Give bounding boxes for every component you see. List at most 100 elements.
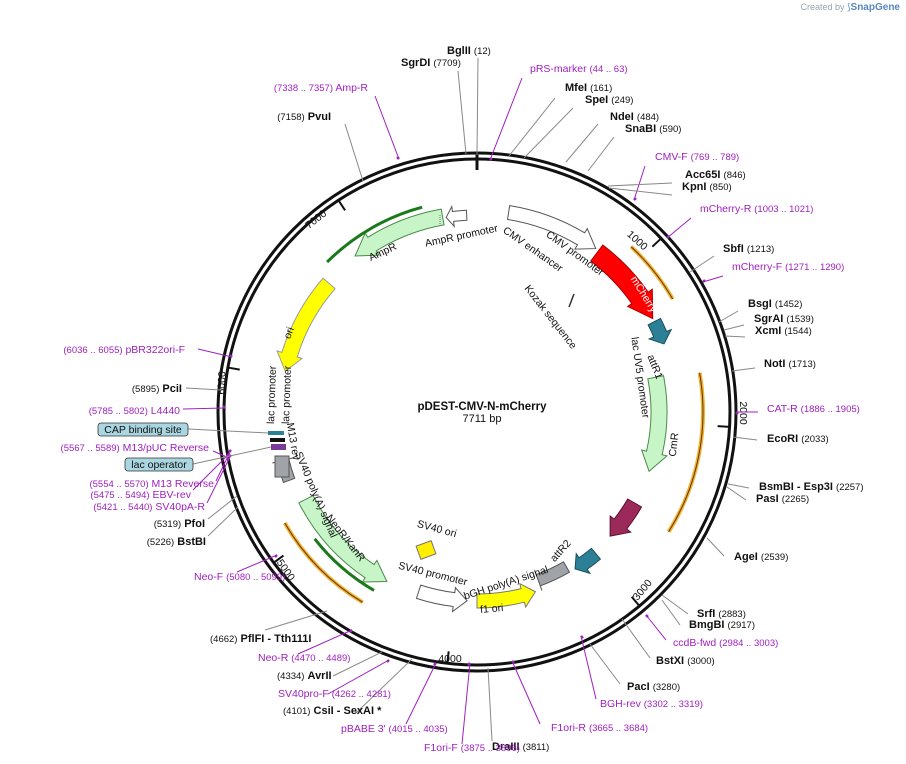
primer-tick-sv40pro-f bbox=[386, 659, 390, 663]
site-label-pfoi[interactable]: (5319) PfoI bbox=[154, 518, 205, 530]
feature-neor-kanr bbox=[298, 494, 388, 583]
site-label-draiii[interactable]: DraIII (3811) bbox=[492, 741, 549, 753]
primer-leader-neo-f bbox=[236, 554, 278, 573]
site-label-spei[interactable]: SpeI (249) bbox=[585, 94, 633, 106]
feature-label-f1-ori: f1 ori bbox=[480, 602, 504, 616]
site-label-bsmbi-esp3i[interactable]: BsmBI - Esp3I (2257) bbox=[759, 481, 864, 493]
boxed-label-lac-operator[interactable] bbox=[124, 457, 194, 472]
primer-label-sv40pa-r[interactable]: (5421 .. 5440) SV40pA-R bbox=[93, 501, 205, 513]
primer-tick-amp-r bbox=[396, 156, 400, 160]
primer-leader-mcherry-r bbox=[666, 217, 692, 239]
lac-operator-marker bbox=[271, 444, 286, 450]
site-leader-pvui bbox=[344, 123, 364, 182]
primer-label-mcherry-r[interactable]: mCherry-R (1003 .. 1021) bbox=[700, 203, 813, 215]
tick-1000 bbox=[651, 237, 662, 248]
primer-label-m13-puc-reverse[interactable]: (5567 .. 5589) M13/pUC Reverse bbox=[61, 442, 210, 454]
primer-label-l4440[interactable]: (5785 .. 5802) L4440 bbox=[89, 405, 180, 417]
site-leader-bstxi bbox=[621, 618, 651, 659]
site-label-pvui[interactable]: (7158) PvuI bbox=[277, 111, 331, 123]
primer-leader-neo-r bbox=[297, 629, 353, 655]
site-label-sbfi[interactable]: SbfI (1213) bbox=[723, 243, 774, 255]
feature-sv40-promoter bbox=[415, 584, 468, 613]
primer-tick-m13-reverse bbox=[228, 449, 232, 453]
site-leader-mfei bbox=[508, 97, 556, 157]
site-label-paci[interactable]: PacI (3280) bbox=[627, 681, 680, 693]
site-label-sgrdi[interactable]: SgrDI (7709) bbox=[401, 57, 461, 69]
site-label-bglii[interactable]: BglII (12) bbox=[447, 45, 491, 57]
primer-label-amp-r[interactable]: (7338 .. 7357) Amp-R bbox=[274, 82, 369, 94]
site-label-bmgbi[interactable]: BmgBI (2917) bbox=[689, 619, 755, 631]
tick-4000 bbox=[446, 651, 450, 664]
primer-label-ccdb-fwd[interactable]: ccdB-fwd (2984 .. 3003) bbox=[673, 637, 778, 649]
site-label-sgrai[interactable]: SgrAI (1539) bbox=[754, 313, 814, 325]
site-label-snabi[interactable]: SnaBI (590) bbox=[625, 123, 681, 135]
site-leader-paci bbox=[589, 643, 621, 685]
primer-tick-prs-marker bbox=[489, 157, 493, 161]
primer-label-prs-marker[interactable]: pRS-marker (44 .. 63) bbox=[530, 63, 628, 75]
primer-label-pbabe-3[interactable]: pBABE 3' (4015 .. 4035) bbox=[341, 723, 448, 735]
map-title-block: pDEST-CMV-N-mCherry 7711 bp bbox=[392, 401, 572, 425]
site-leader-srfi bbox=[661, 594, 689, 615]
site-label-pcii[interactable]: (5895) PciI bbox=[132, 383, 182, 395]
primer-label-ebv-rev[interactable]: (5475 .. 5494) EBV-rev bbox=[90, 489, 191, 501]
site-leader-snabi bbox=[587, 136, 615, 172]
feature-label-lac-promoter: lac promoter bbox=[265, 365, 279, 424]
site-label-mfei[interactable]: MfeI (161) bbox=[565, 82, 612, 94]
site-label-noti[interactable]: NotI (1713) bbox=[764, 358, 816, 370]
feature-mcherry bbox=[590, 244, 654, 320]
tick-3000 bbox=[630, 596, 641, 607]
site-leader-agei bbox=[706, 537, 725, 557]
site-leader-pflfi-tth111i bbox=[264, 610, 328, 631]
site-leader-pasi bbox=[726, 486, 747, 501]
site-leader-acc65i bbox=[607, 182, 673, 187]
primer-label-f1ori-f[interactable]: F1ori-F (3875 .. 3896) bbox=[424, 742, 520, 754]
primer-leader-amp-r bbox=[374, 95, 400, 160]
site-leader-noti bbox=[731, 367, 756, 372]
primer-label-neo-f[interactable]: Neo-F (5080 .. 5099) bbox=[194, 571, 285, 583]
primer-label-m13-reverse[interactable]: (5554 .. 5570) M13 Reverse bbox=[89, 478, 214, 490]
site-label-csii-sexai[interactable]: (4101) CsiI - SexAI * bbox=[283, 705, 382, 717]
primer-leader-f1ori-f bbox=[461, 662, 471, 745]
site-label-xcmi[interactable]: XcmI (1544) bbox=[755, 325, 812, 337]
site-label-pasi[interactable]: PasI (2265) bbox=[756, 493, 809, 505]
watermark-prefix: Created by bbox=[800, 2, 845, 12]
site-label-bsgi[interactable]: BsgI (1452) bbox=[748, 298, 802, 310]
primer-label-f1ori-r[interactable]: F1ori-R (3665 .. 3684) bbox=[551, 722, 648, 734]
site-label-kpni[interactable]: KpnI (850) bbox=[682, 181, 732, 193]
primer-label-sv40pro-f[interactable]: SV40pro-F (4262 .. 4281) bbox=[278, 688, 391, 700]
tick-label: 3000 bbox=[631, 577, 655, 603]
boxed-label-cap-binding-site[interactable] bbox=[97, 422, 189, 437]
feature-label-cmr: CmR bbox=[667, 432, 681, 457]
site-label-avrii[interactable]: (4334) AvrII bbox=[277, 670, 332, 682]
site-label-bstbi[interactable]: (5226) BstBI bbox=[147, 536, 206, 548]
site-label-acc65i[interactable]: Acc65I (846) bbox=[685, 169, 746, 181]
primer-tick-ccdb-fwd bbox=[645, 614, 649, 618]
tick-2000 bbox=[717, 425, 730, 428]
snapgene-watermark: Created by ⟆SnapGene bbox=[800, 2, 900, 13]
primer-leader-pbr322ori-f bbox=[197, 348, 233, 358]
site-label-srfi[interactable]: SrfI (2883) bbox=[697, 608, 746, 620]
plasmid-name: pDEST-CMV-N-mCherry bbox=[417, 401, 547, 413]
primer-label-pbr322ori-f[interactable]: (6036 .. 6055) pBR322ori-F bbox=[63, 344, 185, 356]
site-label-agei[interactable]: AgeI (2539) bbox=[734, 551, 788, 563]
primer-label-mcherry-f[interactable]: mCherry-F (1271 .. 1290) bbox=[732, 261, 844, 273]
site-leader-kpni bbox=[608, 187, 673, 196]
snapgene-logo-icon: ⟆ bbox=[847, 2, 851, 12]
primer-label-cat-r[interactable]: CAT-R (1886 .. 1905) bbox=[767, 403, 860, 415]
site-label-ndei[interactable]: NdeI (484) bbox=[610, 111, 659, 123]
feature-ampr bbox=[354, 208, 445, 257]
site-leader-xcmi bbox=[724, 335, 746, 338]
site-leader-sbfi bbox=[689, 255, 715, 273]
site-leader-bglii bbox=[476, 57, 479, 156]
feature-bgh-poly-a-signal bbox=[533, 561, 571, 591]
primer-label-cmv-f[interactable]: CMV-F (769 .. 789) bbox=[655, 151, 739, 163]
site-label-bstxi[interactable]: BstXI (3000) bbox=[656, 655, 715, 667]
primer-tick-mcherry-f bbox=[702, 279, 706, 283]
site-label-ecori[interactable]: EcoRI (2033) bbox=[767, 433, 829, 445]
primer-label-bgh-rev[interactable]: BGH-rev (3302 .. 3319) bbox=[600, 698, 703, 710]
feature-label-sv40-ori: SV40 ori bbox=[416, 518, 458, 540]
site-label-pflfi-tth111i[interactable]: (4662) PflFI - Tth111I bbox=[210, 633, 311, 645]
primer-label-neo-r[interactable]: Neo-R (4470 .. 4489) bbox=[258, 652, 350, 664]
primer-leader-f1ori-r bbox=[511, 660, 541, 725]
feature-ampr-promoter bbox=[445, 204, 468, 228]
